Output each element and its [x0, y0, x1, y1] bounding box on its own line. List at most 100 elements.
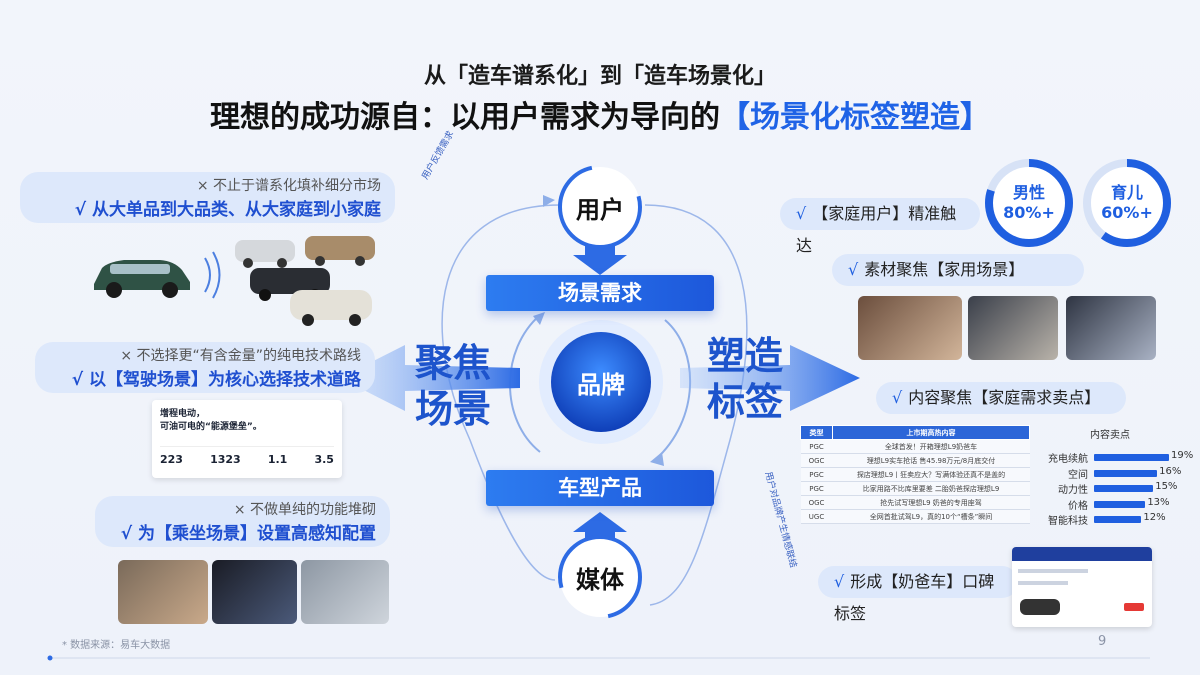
user-node: 用户	[576, 195, 624, 224]
focus-scene-label: 聚焦 场景	[414, 341, 491, 431]
table-cell: 抢先试写理想L9 奶爸的专用座驾	[832, 495, 1030, 510]
parenting-ring-chart	[1083, 159, 1171, 247]
media-node: 媒体	[576, 565, 624, 594]
chart-category-label: 价格	[1068, 500, 1088, 512]
ring-label: 男性	[1012, 183, 1045, 202]
shape-tag-label: 塑造 标签	[706, 334, 783, 424]
left-item-3: × 不做单纯的功能堆砌 √ 为【乘坐场景】设置高感知配置	[95, 496, 390, 547]
right-item-family-scenes: √ 素材聚焦【家用场景】	[832, 254, 1084, 286]
card-stat: 1.1	[267, 453, 288, 466]
left-arc	[441, 204, 561, 581]
lineup-cars-image	[230, 228, 380, 328]
right-item-text: 形成【奶爸车】口碑标签	[834, 572, 995, 623]
page-number: 9	[1098, 634, 1107, 649]
chart-bar	[1094, 469, 1158, 477]
male-ring-label: 男性 80%+	[991, 165, 1067, 241]
chart-bar	[1094, 516, 1142, 523]
family-photo-1	[858, 296, 962, 360]
affirmation-text: √ 以【驾驶场景】为核心选择技术道路	[71, 370, 361, 390]
left-item-2: × 不选择更“有含金量”的纯电技术路线 √ 以【驾驶场景】为核心选择技术道路	[35, 342, 375, 393]
chart-bar	[1094, 454, 1169, 461]
card-stat: 223	[160, 453, 183, 466]
table-header: 类型	[800, 425, 833, 440]
chart-value-label: 16%	[1159, 465, 1182, 477]
seat-photo	[301, 560, 389, 624]
page-title: 理想的成功源自：以用户需求为导向的【场景化标签塑造】	[0, 92, 1200, 136]
check-icon: √	[796, 204, 807, 223]
chart-category-label: 动力性	[1058, 485, 1088, 496]
card-title-1: 增程电动，	[160, 409, 206, 419]
brand-label: 品牌	[577, 371, 625, 399]
chart-value-label: 15%	[1155, 481, 1178, 492]
right-item-dad-car-tag: √形成【奶爸车】口碑标签	[818, 566, 1018, 623]
negation-text: × 不选择更“有含金量”的纯电技术路线	[120, 348, 361, 364]
subtitle: 从「造车谱系化」到「造车场景化」	[423, 64, 776, 89]
chart-bar	[1094, 500, 1146, 508]
parenting-ring-label: 育儿 60%+	[1089, 165, 1165, 241]
check-icon: √	[892, 388, 903, 407]
family-photo-2	[968, 296, 1058, 360]
chart-value-label: 13%	[1147, 496, 1170, 508]
table-cell: 理想L9实车抢话 售45.98万元/8月底交付	[832, 453, 1030, 468]
energy-card: 增程电动， 可油可电的“能源堡垒”。 223 1323 1.1 3.5	[152, 400, 342, 478]
table-cell: 探店理想L9丨狂卖应大？写满体验还真不是盖的	[832, 467, 1030, 482]
affirmation-text: √ 从大单品到大品类、从大家庭到小家庭	[74, 200, 381, 220]
affirmation-text: √ 为【乘坐场景】设置高感知配置	[120, 524, 376, 544]
table-cell: PGC	[800, 467, 833, 482]
table-header: 上市期高热内容	[832, 425, 1030, 440]
table-cell: UGC	[800, 509, 833, 524]
right-arc	[644, 204, 748, 606]
card-stat: 3.5	[314, 453, 334, 466]
table-cell: 比家用路不比库里要差 二胎奶爸探店理想L9	[832, 481, 1030, 496]
right-item-family-needs: √ 内容聚焦【家庭需求卖点】	[876, 382, 1126, 414]
table-cell: 全球首发！开箱理想L9奶爸车	[832, 439, 1030, 454]
table-cell: OGC	[800, 453, 833, 468]
car-product-bar: 车型产品	[486, 470, 714, 506]
cabin-photo-1	[118, 560, 208, 624]
chart-category-label: 空间	[1068, 469, 1088, 481]
card-stat: 1323	[210, 453, 241, 466]
ring-value: 60%+	[1101, 203, 1153, 222]
table-cell: OGC	[800, 495, 833, 510]
right-item-text: 内容聚焦【家庭需求卖点】	[908, 388, 1101, 407]
negation-text: × 不做单纯的功能堆砌	[233, 502, 376, 518]
check-icon: √	[834, 572, 845, 591]
right-item-text: 素材聚焦【家用场景】	[864, 260, 1025, 279]
chart-bar	[1094, 485, 1154, 492]
data-source: * 数据来源：易车大数据	[62, 640, 171, 651]
brand-circle	[551, 332, 651, 432]
table-cell: PGC	[800, 439, 833, 454]
right-item-text: 【家庭用户】精准触达	[796, 204, 957, 255]
arc-arrow-up	[543, 195, 555, 207]
family-photo-3	[1066, 296, 1156, 360]
screen-photo	[212, 560, 297, 624]
shape-arrow	[680, 345, 860, 411]
scene-demand-bar: 场景需求	[486, 275, 714, 311]
title-highlight: 【场景化标签塑造】	[720, 100, 990, 135]
ring-label: 育儿	[1110, 183, 1143, 202]
ring-value: 80%+	[1003, 203, 1055, 222]
right-item-family-users: √【家庭用户】精准触达	[780, 198, 980, 255]
focus-arrow	[340, 345, 520, 411]
app-screenshot	[1012, 547, 1152, 627]
table-cell: PGC	[800, 481, 833, 496]
male-ring-chart	[985, 159, 1073, 247]
chart-title: 内容卖点	[1090, 430, 1130, 441]
left-item-1: × 不止于谱系化填补细分市场 √ 从大单品到大品类、从大家庭到小家庭	[20, 172, 395, 223]
table-cell: 全网首批试驾L9，真的10个“槽条”瞬间	[832, 509, 1030, 524]
green-suv-image	[88, 248, 194, 300]
chart-value-label: 19%	[1171, 450, 1194, 461]
title-prefix: 理想的成功源自：以用户需求为导向的	[210, 100, 720, 135]
chart-value-label: 12%	[1143, 512, 1166, 523]
check-icon: √	[848, 260, 859, 279]
card-title-2: 可油可电的“能源堡垒”。	[160, 422, 262, 432]
chart-category-label: 智能科技	[1048, 516, 1088, 527]
